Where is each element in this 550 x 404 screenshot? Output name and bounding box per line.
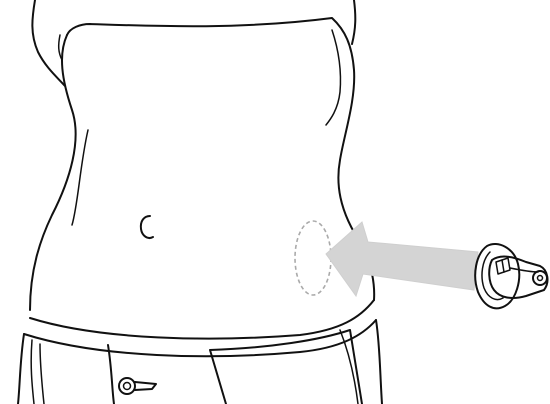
- arrow-left-icon: [326, 222, 478, 296]
- button-inner: [124, 383, 131, 390]
- waistband-top: [30, 300, 374, 339]
- trouser-left-seam-1: [31, 340, 34, 404]
- button-icon: [119, 378, 156, 394]
- trouser-fly: [108, 345, 114, 404]
- torso: [30, 18, 374, 310]
- device-window-divider: [502, 260, 504, 272]
- arms: [32, 0, 355, 86]
- trousers: [18, 320, 382, 404]
- right-arm-outline: [352, 0, 355, 44]
- device-ridge: [510, 268, 538, 272]
- left-arm-outline: [32, 0, 65, 86]
- dashed-ellipse-icon: [295, 221, 331, 295]
- pocket-flap: [210, 330, 362, 404]
- right-rib-line: [326, 30, 341, 125]
- device-cap: [533, 271, 547, 285]
- torso-right-contour: [30, 35, 76, 310]
- trouser-left-edge: [18, 334, 24, 404]
- injector-device-icon: [475, 244, 547, 308]
- button-outer: [119, 378, 135, 394]
- navel-icon: [141, 216, 153, 238]
- trouser-right-edge: [376, 320, 382, 404]
- device-cap-center: [538, 276, 543, 281]
- waistband: [24, 300, 376, 356]
- button-tab: [135, 382, 156, 390]
- trouser-left-seam-2: [40, 344, 44, 404]
